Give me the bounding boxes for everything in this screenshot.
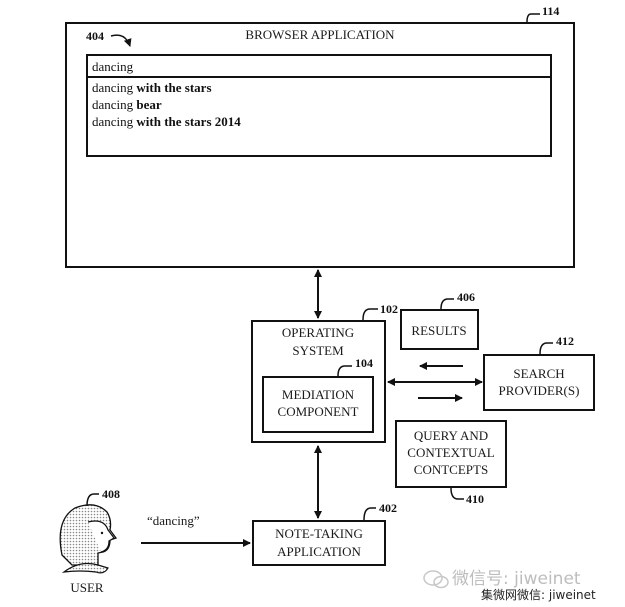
- suggestion-prefix: dancing: [92, 80, 134, 95]
- browser-title: BROWSER APPLICATION: [245, 27, 395, 42]
- search-input[interactable]: [86, 54, 552, 78]
- ref-406: 406: [457, 290, 475, 304]
- user-label: USER: [70, 580, 104, 595]
- ref-408: 408: [102, 487, 120, 501]
- results-label: RESULTS: [411, 323, 466, 338]
- suggestion-item[interactable]: dancing with the stars 2014: [92, 114, 241, 129]
- user-head-icon: [59, 504, 118, 574]
- watermark-line2: 集微网微信: jiweinet: [481, 587, 596, 602]
- results-box: RESULTS 406: [400, 290, 479, 350]
- suggestion-prefix: dancing: [92, 97, 134, 112]
- ref-leader-402: [363, 507, 376, 521]
- suggestion-completion: with the stars 2014: [133, 114, 241, 129]
- ref-leader-114: [526, 13, 532, 23]
- suggestion-item[interactable]: dancing bear: [92, 97, 162, 112]
- search-provider-line2: PROVIDER(S): [499, 383, 580, 398]
- wechat-icon: [423, 570, 449, 589]
- query-concepts-box: QUERY AND CONTEXTUAL CONTCEPTS 410: [395, 420, 507, 506]
- note-taking-application-box: NOTE-TAKING APPLICATION 402: [252, 501, 397, 566]
- mediation-label-line1: MEDIATION: [282, 387, 355, 402]
- ref-leader-412: [539, 342, 553, 355]
- ref-114: 114: [542, 4, 559, 18]
- ref-leader-104: [337, 365, 352, 377]
- query-line1: QUERY AND: [414, 428, 488, 443]
- ref-404: 404: [86, 29, 104, 43]
- operating-system-box: OPERATING SYSTEM 102 MEDIATION COMPONENT…: [251, 302, 398, 443]
- arrow-404: [110, 34, 132, 47]
- ref-410: 410: [466, 492, 484, 506]
- ref-412: 412: [556, 334, 574, 348]
- note-app-line1: NOTE-TAKING: [275, 526, 363, 541]
- ref-leader-410: [450, 487, 464, 500]
- query-line2: CONTEXTUAL: [407, 445, 494, 460]
- os-label-line1: OPERATING: [282, 325, 354, 340]
- ref-leader-406: [440, 298, 454, 310]
- search-input-value: dancing: [92, 59, 134, 74]
- mediation-label-line2: COMPONENT: [278, 404, 359, 419]
- user-figure: 408 USER: [59, 487, 120, 595]
- user-utterance: “dancing”: [147, 513, 200, 528]
- ref-leader-102: [362, 308, 378, 321]
- suggestion-item[interactable]: dancing with the stars: [92, 80, 212, 95]
- ref-402: 402: [379, 501, 397, 515]
- os-label-line2: SYSTEM: [292, 343, 344, 358]
- query-line3: CONTCEPTS: [414, 462, 488, 477]
- ref-102: 102: [380, 302, 398, 316]
- suggestions-dropdown: [86, 76, 552, 157]
- search-provider-box: SEARCH PROVIDER(S) 412: [483, 334, 595, 411]
- browser-application-window: BROWSER APPLICATION 114 404 dancing danc…: [65, 4, 575, 268]
- watermark: 微信号: jiweinet 集微网微信: jiweinet: [423, 569, 596, 602]
- ref-leader-408: [86, 493, 99, 507]
- suggestion-completion: bear: [133, 97, 162, 112]
- ref-104: 104: [355, 356, 373, 370]
- suggestion-completion: with the stars: [133, 80, 211, 95]
- note-app-line2: APPLICATION: [277, 544, 361, 559]
- watermark-line1: 微信号: jiweinet: [452, 569, 581, 589]
- mediation-component-box: MEDIATION COMPONENT 104: [262, 356, 374, 433]
- suggestion-prefix: dancing: [92, 114, 134, 129]
- search-provider-line1: SEARCH: [513, 366, 564, 381]
